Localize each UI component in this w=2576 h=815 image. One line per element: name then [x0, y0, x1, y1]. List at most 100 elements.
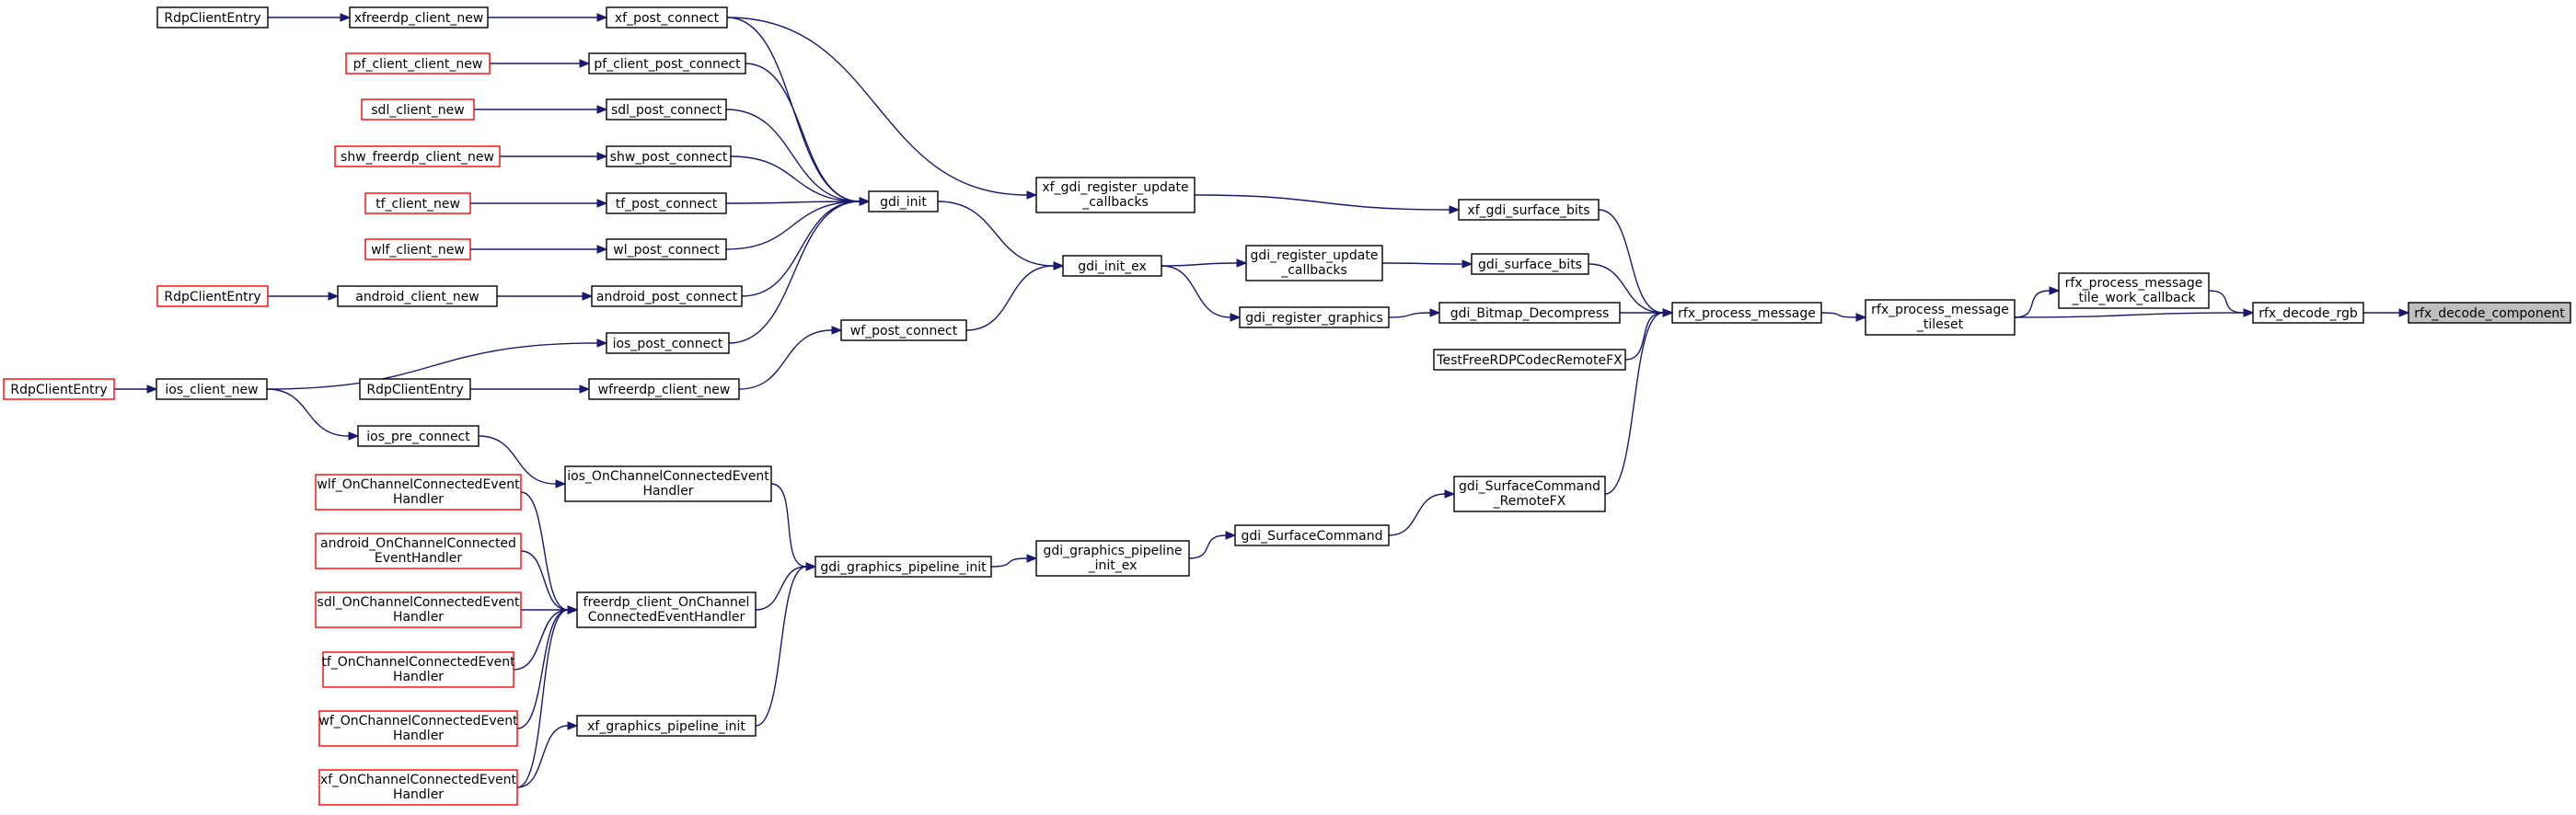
node-gdi-register-update[interactable]: gdi_register_update_callbacks — [1245, 245, 1383, 281]
node-box — [315, 591, 522, 628]
node-label: android_client_new — [355, 290, 479, 304]
node-testfreerdpcodecremotefx[interactable]: TestFreeRDPCodecRemoteFX — [1433, 349, 1626, 371]
node-freerdp-client-onchannel[interactable]: freerdp_client_OnChannelConnectedEventHa… — [576, 591, 757, 628]
node-wfreerdp-client-new[interactable]: wfreerdp_client_new — [588, 378, 740, 400]
node-rfx-process-message-tileset[interactable]: rfx_process_message_tileset — [1865, 299, 2016, 336]
node-box — [606, 192, 727, 214]
node-label: shw_post_connect — [610, 150, 728, 165]
node-wlf-client-new[interactable]: wlf_client_new — [364, 238, 471, 260]
node-box — [606, 332, 730, 354]
node-android-post-connect[interactable]: android_post_connect — [591, 285, 743, 307]
node-tf-client-new[interactable]: tf_client_new — [364, 192, 471, 214]
edge-arrowhead-40 — [1225, 531, 1237, 540]
node-rfx-process-message-tile-work[interactable]: rfx_process_message_tile_work_callback — [2058, 272, 2210, 309]
edge-13 — [725, 201, 861, 250]
node-android-client-new[interactable]: android_client_new — [337, 285, 498, 307]
edge-31 — [516, 725, 569, 788]
node-label: gdi_surface_bits — [1478, 258, 1582, 272]
node-gdi-init[interactable]: gdi_init — [868, 190, 939, 212]
node-gdi-bitmap-decompress[interactable]: gdi_Bitmap_Decompress — [1438, 302, 1621, 324]
node-label: RdpClientEntry — [10, 383, 107, 397]
node-box — [359, 378, 471, 400]
node-box — [156, 6, 269, 29]
node-rdpcliententry-4[interactable]: RdpClientEntry — [359, 378, 471, 400]
node-tf-post-connect[interactable]: tf_post_connect — [606, 192, 727, 214]
node-box — [1453, 476, 1606, 512]
node-rfx-process-message[interactable]: rfx_process_message — [1671, 302, 1822, 324]
edge-arrowhead-41 — [1461, 259, 1473, 269]
edge-arrowhead-49 — [1855, 313, 1867, 322]
node-rdpcliententry-3[interactable]: RdpClientEntry — [3, 378, 115, 400]
node-box — [156, 378, 268, 400]
node-gdi-register-graphics[interactable]: gdi_register_graphics — [1239, 306, 1390, 328]
node-label: tf_post_connect — [616, 197, 718, 212]
node-label: xf_OnChannelConnectedEvent — [320, 773, 517, 787]
edge-43 — [1388, 493, 1446, 536]
node-box — [814, 556, 992, 578]
edge-arrowhead-37 — [1449, 205, 1461, 214]
node-label: RdpClientEntry — [366, 383, 463, 397]
edge-50 — [2014, 290, 2050, 318]
node-label: ios_client_new — [165, 383, 258, 397]
node-rfx-decode-rgb[interactable]: rfx_decode_rgb — [2252, 302, 2364, 324]
edge-arrowhead-53 — [2398, 308, 2410, 317]
node-box — [3, 378, 115, 400]
edge-arrowhead-42 — [1429, 308, 1441, 317]
edge-45 — [1588, 263, 1664, 314]
node-xf-gdi-register-update[interactable]: xf_gdi_register_update_callbacks — [1035, 177, 1196, 213]
node-shw-freerdp-client-new[interactable]: shw_freerdp_client_new — [334, 145, 501, 167]
node-label: ios_post_connect — [613, 337, 723, 351]
node-xf-graphics-pipeline-init[interactable]: xf_graphics_pipeline_init — [576, 715, 757, 737]
edge-51 — [2014, 312, 2245, 318]
node-shw-post-connect[interactable]: shw_post_connect — [606, 145, 732, 167]
node-gdi-surface-bits[interactable]: gdi_surface_bits — [1471, 253, 1589, 275]
edge-33 — [755, 566, 807, 727]
node-label: tf_OnChannelConnectedEvent — [321, 655, 515, 670]
edge-arrowhead-31 — [567, 721, 579, 730]
node-gdi-init-ex[interactable]: gdi_init_ex — [1062, 255, 1162, 277]
node-sdl-client-new[interactable]: sdl_client_new — [361, 98, 475, 121]
node-wl-post-connect[interactable]: wl_post_connect — [606, 238, 727, 260]
node-ios-pre-connect[interactable]: ios_pre_connect — [357, 425, 479, 447]
edge-38 — [1161, 262, 1238, 267]
node-rfx-decode-component[interactable]: rfx_decode_component — [2408, 302, 2571, 324]
edge-arrowhead-38 — [1236, 258, 1248, 268]
node-wf-post-connect[interactable]: wf_post_connect — [840, 319, 967, 341]
edge-47 — [1624, 312, 1664, 361]
node-label: wlf_OnChannelConnectedEvent — [317, 477, 520, 492]
node-rdpcliententry-2[interactable]: RdpClientEntry — [156, 285, 269, 307]
node-box — [2058, 272, 2210, 309]
node-gdi-graphics-pipeline-init[interactable]: gdi_graphics_pipeline_init — [814, 556, 992, 578]
edge-32 — [755, 566, 807, 611]
node-gdi-surfacecommand[interactable]: gdi_SurfaceCommand — [1234, 524, 1390, 546]
node-xf-post-connect[interactable]: xf_post_connect — [606, 6, 728, 29]
node-gdi-graphics-pipeline-init-ex[interactable]: gdi_graphics_pipeline_init_ex — [1035, 540, 1190, 577]
edge-7 — [725, 109, 861, 202]
edge-arrowhead-3 — [1026, 190, 1038, 200]
node-label: wfreerdp_client_new — [598, 383, 731, 397]
node-xfreerdp-client-new[interactable]: xfreerdp_client_new — [349, 6, 489, 29]
node-ios-client-new[interactable]: ios_client_new — [156, 378, 268, 400]
node-box — [606, 238, 727, 260]
node-gdi-surfacecommand-remotefx[interactable]: gdi_SurfaceCommand_RemoteFX — [1453, 476, 1606, 512]
node-sdl-post-connect[interactable]: sdl_post_connect — [606, 98, 727, 121]
node-ios-post-connect[interactable]: ios_post_connect — [606, 332, 730, 354]
edge-42 — [1388, 312, 1431, 318]
node-pf-client-post-connect[interactable]: pf_client_post_connect — [588, 52, 746, 75]
node-box — [2408, 302, 2571, 324]
node-label: gdi_graphics_pipeline — [1043, 544, 1182, 558]
node-label: _RemoteFX — [1493, 494, 1566, 509]
node-xf-gdi-surface-bits[interactable]: xf_gdi_surface_bits — [1458, 199, 1600, 221]
node-pf-client-client-new[interactable]: pf_client_client_new — [345, 52, 491, 75]
node-rdpcliententry-1[interactable]: RdpClientEntry — [156, 6, 269, 29]
node-box — [588, 52, 746, 75]
node-label: gdi_Bitmap_Decompress — [1450, 306, 1610, 321]
